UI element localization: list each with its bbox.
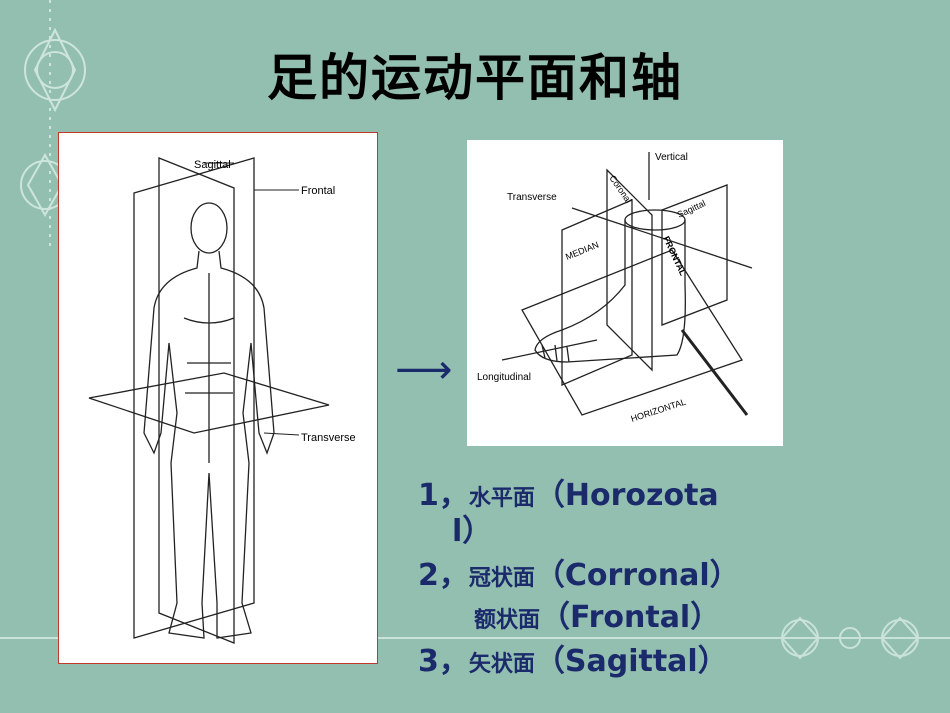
list-item-sagittal: 3，矢状面（Sagittal） [418,636,728,680]
label-transverse: Transverse [301,432,356,444]
page-title: 足的运动平面和轴 [267,49,683,107]
item-number: 1， [418,478,469,513]
item-en-cont: l） [452,514,493,549]
item-en: （Frontal） [540,600,721,635]
item-cn: 冠状面 [468,565,535,591]
label-sagittal: Sagittal [676,198,707,220]
label-frontal: FRONTAL [661,235,688,278]
item-number: 3， [418,644,469,679]
foot-planes-figure: Vertical Transverse Coronal Sagittal MED… [467,140,783,446]
label-transverse: Transverse [507,192,557,203]
body-planes-figure: Sagittal Frontal Transverse [58,132,378,664]
label-vertical: Vertical [655,152,688,163]
body-planes-drawing: Sagittal Frontal Transverse [88,157,356,644]
label-median: MEDIAN [564,239,600,261]
list-item-frontal: 额状面（Frontal） [474,592,720,636]
item-en: （Horozota [534,478,719,513]
label-sagittal: Sagittal [194,159,231,171]
item-en: （Sagittal） [534,644,728,679]
list-item-horizontal: 1，水平面（Horozota [418,470,719,514]
list-item-coronal: 2，冠状面（Corronal） [418,550,740,594]
item-en: （Corronal） [534,558,740,593]
arrow-right-icon: ⟶ [395,347,453,393]
foot-planes-drawing: Vertical Transverse Coronal Sagittal MED… [477,152,753,424]
label-coronal: Coronal [607,173,633,205]
label-longitudinal: Longitudinal [477,372,531,383]
item-number: 2， [418,558,469,593]
item-cn: 水平面 [468,485,535,511]
item-cn: 额状面 [474,607,541,633]
label-frontal: Frontal [301,185,335,197]
item-cn: 矢状面 [468,651,535,677]
list-item-horizontal-cont: l） [452,506,492,550]
label-horizontal: HORIZONTAL [630,397,688,424]
